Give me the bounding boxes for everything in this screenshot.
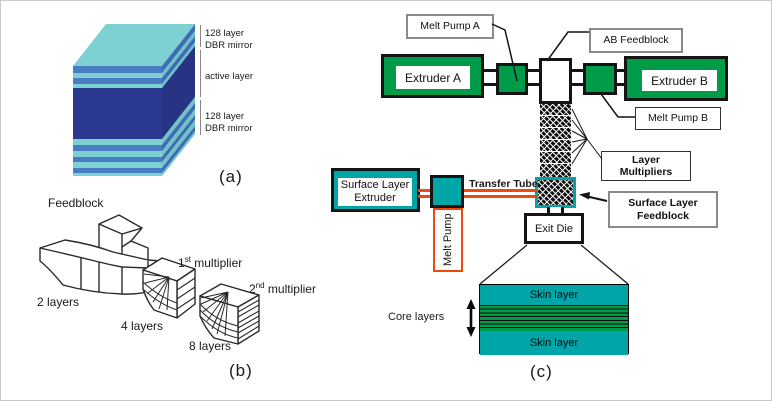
caption-c: (c)	[530, 362, 553, 381]
label-4-layers: 4 layers	[121, 319, 164, 333]
film-cross-section: Skin layer Skin layer	[479, 284, 629, 355]
ab-feedblock-box	[539, 58, 572, 104]
ab-feedblock-callout: AB Feedblock	[589, 28, 683, 53]
exit-die-neck	[547, 207, 564, 215]
extruder-a-box: Extruder A	[381, 54, 484, 98]
core-layers-band	[480, 305, 628, 331]
core-layers-double-arrow-icon	[466, 299, 476, 337]
label-8-layers: 8 layers	[189, 339, 232, 353]
extruder-b-label: Extruder B	[642, 70, 717, 91]
core-layers-label: Core layers	[388, 311, 445, 323]
melt-pump-b-callout: Melt Pump B	[635, 107, 721, 130]
melt-pump-a-box	[496, 63, 528, 95]
transfer-tube-label: Transfer Tube	[469, 178, 538, 190]
transfer-tube-right-bottom	[462, 195, 537, 198]
surface-layer-feedblock-arrow	[579, 192, 608, 202]
skin-layer-top: Skin layer	[480, 285, 628, 305]
exit-die-funnel-lines	[479, 244, 629, 285]
layer-multipliers-callout: Layer Multipliers	[601, 151, 691, 181]
melt-pump-a-callout: Melt Pump A	[406, 14, 494, 39]
melt-pump-b-box	[583, 63, 617, 95]
label-2nd-multiplier: 2nd multiplier	[249, 281, 316, 296]
layer-multipliers-fan-lines	[571, 108, 603, 165]
label-feedblock: Feedblock	[48, 196, 104, 210]
caption-a: (a)	[219, 167, 243, 186]
melt-pump-vertical-label: Melt Pump	[433, 208, 463, 272]
surface-layer-feedblock-box	[535, 177, 576, 208]
transfer-tube-right-top	[462, 189, 537, 192]
ab-feedblock-leader-line	[546, 31, 589, 62]
extruder-a-label: Extruder A	[396, 66, 470, 89]
extruder-b-box: Extruder B	[624, 56, 728, 101]
surface-melt-pump-box	[430, 175, 464, 208]
connector-feedblock-pumpB	[569, 69, 586, 86]
dbr-cube-drawing	[73, 24, 201, 176]
caption-b: (b)	[229, 361, 253, 380]
connector-pumpA-feedblock	[525, 69, 542, 86]
layer-multiplier-column	[540, 104, 571, 177]
exit-die-box: Exit Die	[524, 213, 584, 244]
label-1st-multiplier: 1st multiplier	[178, 255, 243, 270]
surface-layer-extruder-box: Surface Layer Extruder	[331, 168, 420, 212]
label-active-layer: active layer	[205, 71, 254, 82]
surface-layer-extruder-label: Surface Layer Extruder	[338, 178, 412, 206]
skin-layer-bottom: Skin layer	[480, 331, 628, 355]
surface-layer-feedblock-callout: Surface Layer Feedblock	[608, 191, 718, 228]
feedblock-drawing	[39, 214, 162, 295]
label-2-layers: 2 layers	[37, 295, 80, 309]
transfer-tube-left-top	[418, 189, 432, 192]
label-top-dbr-mirror: 128 layer DBR mirror	[205, 28, 253, 51]
transfer-tube-left-bottom	[418, 195, 432, 198]
label-bottom-dbr-mirror: 128 layer DBR mirror	[205, 111, 253, 134]
